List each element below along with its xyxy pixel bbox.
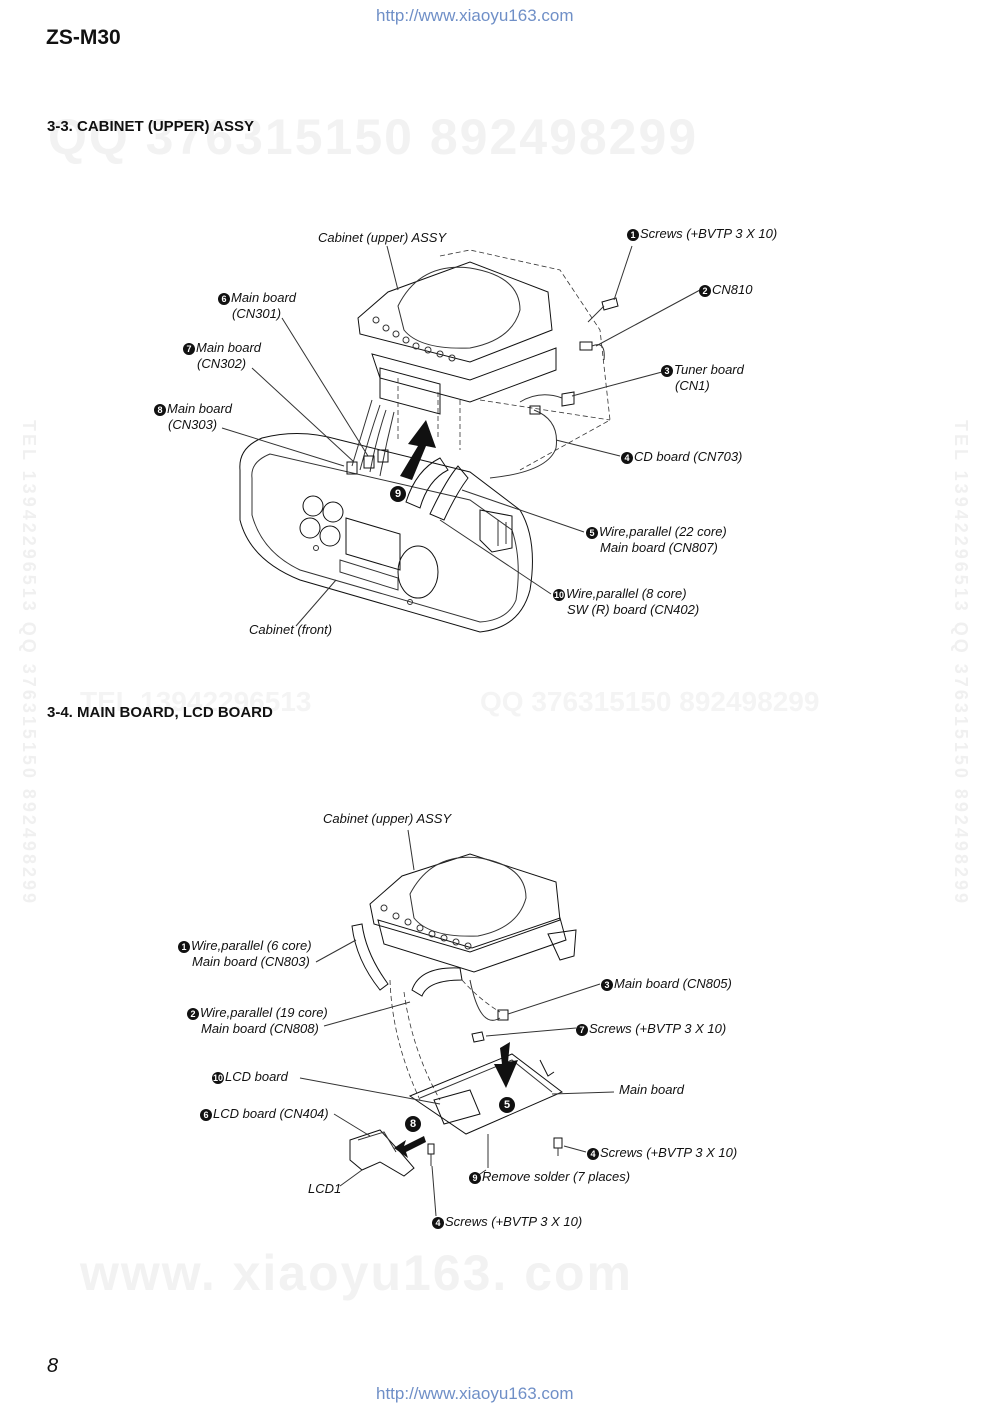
watermark-qq: QQ 376315150 892498299 [48, 109, 699, 165]
section-3-4-leaders [299, 829, 615, 1217]
callout-6-text-b: LCD board (CN404) [213, 1106, 329, 1121]
callout-number-6-b: 6 [200, 1109, 212, 1121]
label-main-board: Main board [619, 1082, 685, 1097]
watermark-site: www. xiaoyu163. com [80, 1245, 634, 1301]
callout-number-3: 3 [661, 365, 673, 377]
callout-number-1-b: 1 [178, 941, 190, 953]
callout-10-text: Wire,parallel (8 core) [566, 586, 687, 601]
callout-number-1: 1 [627, 229, 639, 241]
callout-3-text-2: (CN1) [675, 378, 710, 393]
callout-number-6: 6 [218, 293, 230, 305]
callout-number-7: 7 [183, 343, 195, 355]
step-number-5: 5 [499, 1097, 515, 1113]
callout-4-text-b: Screws (+BVTP 3 X 10) [600, 1145, 738, 1160]
callout-7-text-2: (CN302) [197, 356, 247, 371]
callout-5-text-2: Main board (CN807) [600, 540, 718, 555]
callout-5-text: Wire,parallel (22 core) [599, 524, 727, 539]
callout-number-3-b: 3 [601, 979, 613, 991]
step-8-marker: 8 [405, 1114, 421, 1132]
callout-number-5: 5 [586, 527, 598, 539]
callout-number-2-b: 2 [187, 1008, 199, 1020]
model-title: ZS-M30 [46, 26, 121, 49]
cabinet-upper-illustration-2 [349, 853, 577, 1177]
callout-10-text-2: SW (R) board (CN402) [567, 602, 700, 617]
label-lcd1: LCD1 [308, 1181, 342, 1196]
callout-6-text: Main board [231, 290, 297, 305]
watermark-side-right: TEL 13942296513 QQ 376315150 892498299 [951, 420, 971, 906]
step-9-marker: 9 [390, 484, 406, 502]
footer-url-link[interactable]: http://www.xiaoyu163.com [376, 1384, 574, 1403]
callout-8-text-2: (CN303) [168, 417, 218, 432]
label-cabinet-upper-assy: Cabinet (upper) ASSY [318, 230, 447, 245]
callout-4-text-c: Screws (+BVTP 3 X 10) [445, 1214, 583, 1229]
callout-9-text-b: Remove solder (7 places) [482, 1169, 631, 1184]
watermark-tel: TEL 13942296513 [80, 686, 312, 717]
callout-7-text-b: Screws (+BVTP 3 X 10) [589, 1021, 727, 1036]
callout-3-text: Tuner board [674, 362, 744, 377]
callout-number-8: 8 [154, 404, 166, 416]
callout-1-text: Screws (+BVTP 3 X 10) [640, 226, 778, 241]
callout-2-text: CN810 [712, 282, 753, 297]
page-number: 8 [47, 1355, 59, 1377]
header-url-link[interactable]: http://www.xiaoyu163.com [376, 6, 574, 25]
callout-2-text-b2: Main board (CN808) [201, 1021, 319, 1036]
section-3-3-title: 3-3. CABINET (UPPER) ASSY [47, 118, 254, 135]
watermark-side-left: TEL 13942296513 QQ 376315150 892498299 [19, 420, 39, 906]
callout-1-text-b: Wire,parallel (6 core) [191, 938, 312, 953]
watermark-qq-mid: QQ 376315150 892498299 [480, 686, 820, 717]
section-3-3-leaders [221, 245, 701, 627]
callout-number-10: 10 [553, 589, 565, 601]
label-cabinet-front: Cabinet (front) [249, 622, 333, 637]
cabinet-upper-illustration [357, 249, 619, 480]
section-3-4-title: 3-4. MAIN BOARD, LCD BOARD [47, 704, 273, 721]
callout-number-10-b: 10 [212, 1072, 224, 1084]
callout-8-text: Main board [167, 401, 233, 416]
cabinet-front-illustration [239, 399, 533, 633]
callout-number-4-b: 4 [587, 1148, 599, 1160]
step-number-9: 9 [390, 486, 406, 502]
step-number-8: 8 [405, 1116, 421, 1132]
callout-2-text-b: Wire,parallel (19 core) [200, 1005, 328, 1020]
callout-6-text-2: (CN301) [232, 306, 282, 321]
callout-number-2: 2 [699, 285, 711, 297]
callout-number-7-b: 7 [576, 1024, 588, 1036]
callout-1-text-b2: Main board (CN803) [192, 954, 310, 969]
callout-number-9-b: 9 [469, 1172, 481, 1184]
callout-3-text-b: Main board (CN805) [614, 976, 732, 991]
callout-number-4: 4 [621, 452, 633, 464]
callout-number-4-c: 4 [432, 1217, 444, 1229]
callout-4-text: CD board (CN703) [634, 449, 743, 464]
callout-7-text: Main board [196, 340, 262, 355]
step-5-marker: 5 [499, 1095, 515, 1113]
label-cabinet-upper-assy-2: Cabinet (upper) ASSY [323, 811, 452, 826]
callout-10-text-b: LCD board [225, 1069, 288, 1084]
